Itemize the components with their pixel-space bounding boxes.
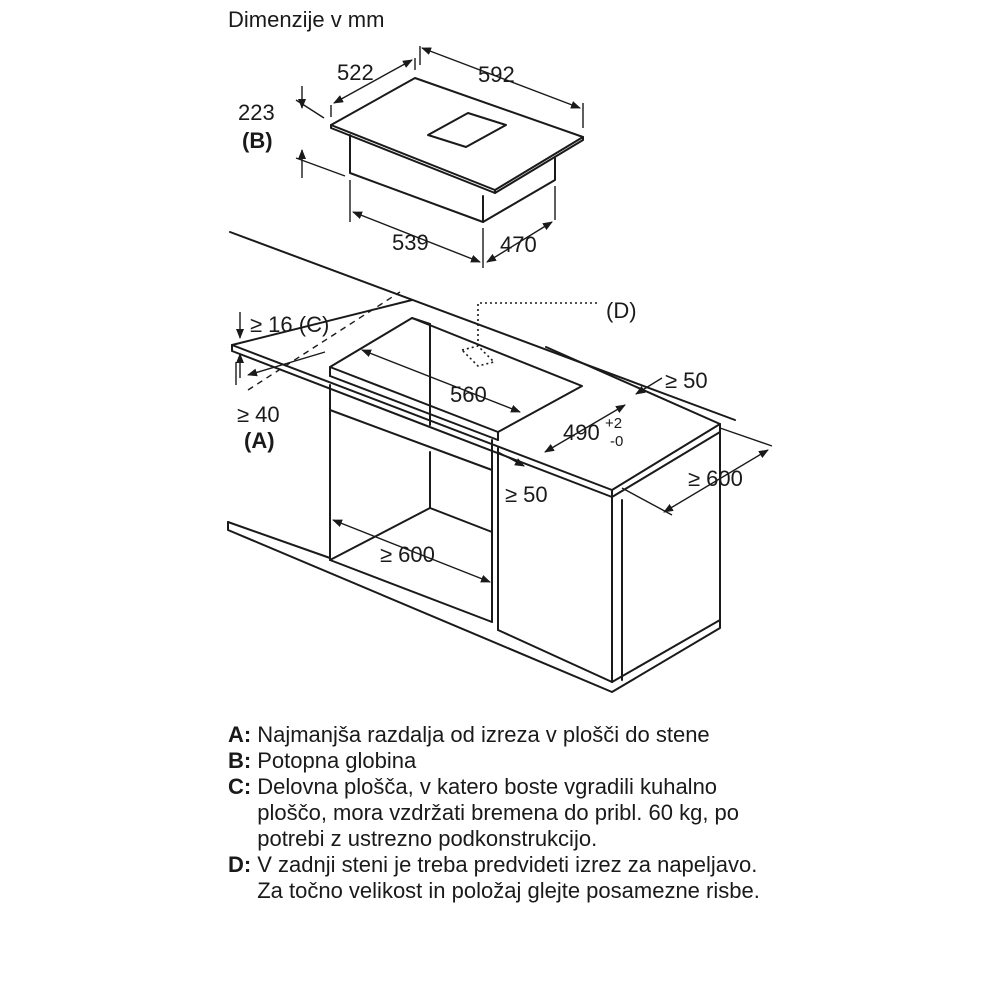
- dim-min-right: ≥ 50: [635, 368, 708, 395]
- svg-text:≥ 40: ≥ 40: [237, 402, 280, 427]
- svg-text:≥ 600: ≥ 600: [380, 542, 435, 567]
- svg-text:+2: +2: [605, 415, 622, 432]
- svg-text:223: 223: [238, 100, 275, 125]
- svg-text:(A): (A): [244, 428, 275, 453]
- dim-min-front: ≥ 50: [497, 451, 548, 507]
- legend-item-a: A: Najmanjša razdalja od izreza v plošči…: [228, 722, 710, 747]
- legend-item-b: B: Potopna globina: [228, 748, 417, 773]
- dim-min-thickness: ≥ 16 (C): [236, 312, 329, 378]
- svg-text:≥ 50: ≥ 50: [665, 368, 708, 393]
- legend-item-c: C: Delovna plošča, v katero boste vgradi…: [228, 774, 740, 851]
- installation-diagram: Dimenzije v mm 522 592 223 (B): [227, 7, 773, 693]
- svg-text:592: 592: [478, 62, 515, 87]
- svg-text:539: 539: [392, 230, 429, 255]
- dim-min-cabinet: ≥ 600: [332, 519, 491, 583]
- svg-text:≥ 16 (C): ≥ 16 (C): [250, 312, 329, 337]
- diagram-title: Dimenzije v mm: [228, 7, 384, 32]
- dim-hob-height: 223 (B): [238, 86, 346, 178]
- svg-text:(D): (D): [606, 298, 637, 323]
- dim-min-depth: ≥ 600: [621, 427, 773, 516]
- dim-body-width: 539: [349, 180, 484, 268]
- dim-cutout-depth: 490 +2 -0: [544, 404, 626, 453]
- svg-text:-0: -0: [610, 433, 623, 450]
- dim-min-wall: ≥ 40 (A): [235, 351, 326, 453]
- dim-hob-width: 592: [419, 46, 584, 128]
- legend-item-d: D: V zadnji steni je treba predvideti iz…: [228, 852, 760, 903]
- hob-vent-slot: [427, 112, 507, 148]
- ref-a: A: [251, 428, 267, 453]
- svg-text:(B): (B): [242, 128, 273, 153]
- dim-cutout-width: 560: [361, 349, 521, 413]
- cable-cutout: (D): [460, 298, 637, 367]
- svg-text:560: 560: [450, 382, 487, 407]
- legend: A: Najmanjša razdalja od izreza v plošči…: [228, 722, 788, 904]
- dim-hob-depth: 522: [330, 58, 416, 117]
- svg-text:470: 470: [500, 232, 537, 257]
- hob-unit: [330, 77, 584, 223]
- dim-body-depth: 470: [486, 186, 556, 263]
- svg-text:≥ 600: ≥ 600: [688, 466, 743, 491]
- worktop-cutout: [329, 317, 583, 441]
- ref-b: B: [249, 128, 265, 153]
- svg-text:522: 522: [337, 60, 374, 85]
- svg-text:≥ 50: ≥ 50: [505, 482, 548, 507]
- rear-reference-line: [247, 291, 401, 391]
- svg-text:490: 490: [563, 420, 600, 445]
